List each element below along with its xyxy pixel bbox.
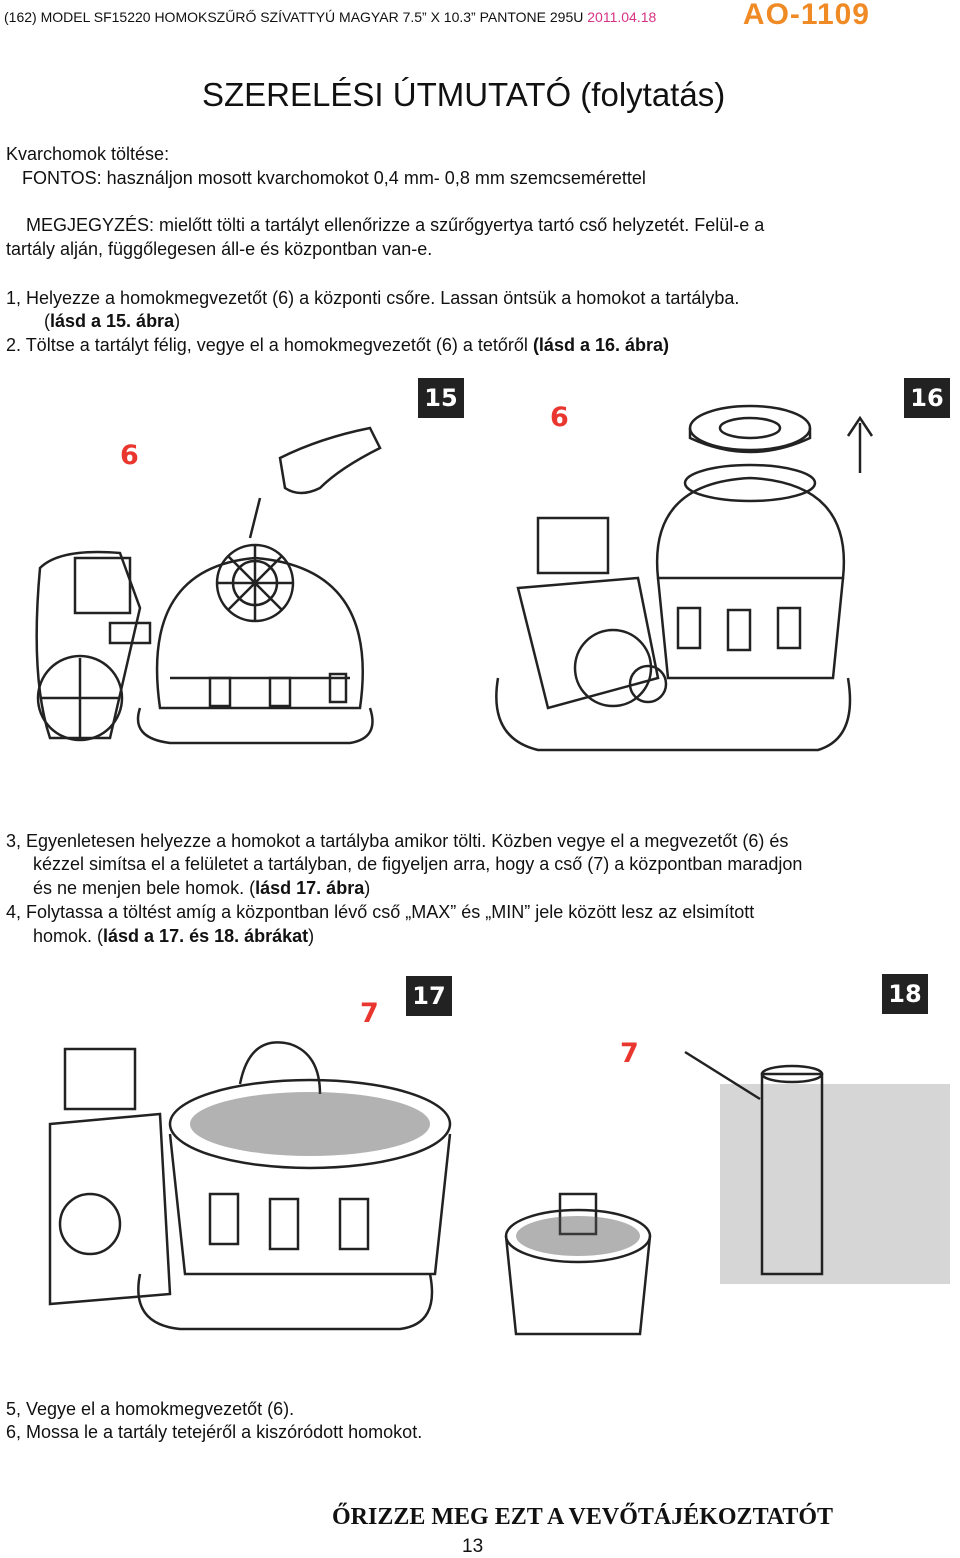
note-line-2: tartály alján, függőlegesen áll-e és köz… bbox=[6, 239, 433, 259]
figure-17: 17 7 bbox=[20, 974, 470, 1374]
section-heading: Kvarchomok töltése: bbox=[6, 144, 170, 164]
footer-note: ŐRIZZE MEG EZT A VEVŐTÁJÉKOZTATÓT bbox=[332, 1504, 834, 1530]
header-date: 2011.04.18 bbox=[587, 9, 657, 25]
step-1-line-2: (lásd a 15. ábra) bbox=[44, 311, 181, 331]
figure-17-badge: 17 bbox=[406, 976, 452, 1016]
header-spec: (162) MODEL SF15220 HOMOKSZŰRŐ SZÍVATTYÚ… bbox=[4, 9, 588, 25]
figure-18: 18 7 bbox=[490, 974, 950, 1374]
figure-15-badge: 15 bbox=[418, 378, 464, 418]
figure-17-drawing bbox=[48, 1041, 452, 1331]
note-line-1: MEGJEGYZÉS: mielőtt tölti a tartályt ell… bbox=[26, 215, 765, 235]
figure-18-callout: 7 bbox=[620, 1038, 639, 1069]
page-number: 13 bbox=[462, 1536, 484, 1557]
step-3-line-1: 3, Egyenletesen helyezze a homokot a tar… bbox=[6, 831, 789, 851]
step-3-line-2: kézzel simítsa el a felületet a tartályb… bbox=[33, 854, 803, 874]
document-header: (162) MODEL SF15220 HOMOKSZŰRŐ SZÍVATTYÚ… bbox=[4, 9, 656, 25]
figure-15-callout: 6 bbox=[120, 440, 139, 471]
figure-16-callout: 6 bbox=[550, 402, 569, 433]
page-title: SZERELÉSI ÚTMUTATÓ (folytatás) bbox=[202, 76, 726, 113]
step-2: 2. Töltse a tartályt félig, vegye el a h… bbox=[6, 335, 670, 355]
step-4-line-1: 4, Folytassa a töltést amíg a központban… bbox=[6, 902, 755, 922]
figure-16-badge: 16 bbox=[904, 378, 950, 418]
important-note: FONTOS: használjon mosott kvarchomokot 0… bbox=[22, 168, 646, 188]
figure-15: 15 6 bbox=[20, 378, 480, 798]
step-4-line-2: homok. (lásd a 17. és 18. ábrákat) bbox=[33, 926, 315, 946]
figure-18-badge: 18 bbox=[882, 974, 928, 1014]
step-3-line-3: és ne menjen bele homok. (lásd 17. ábra) bbox=[33, 878, 371, 898]
figure-17-callout: 7 bbox=[360, 998, 379, 1029]
figure-16: 16 6 bbox=[488, 378, 954, 798]
step-5: 5, Vegye el a homokmegvezetőt (6). bbox=[6, 1399, 295, 1419]
figure-16-drawing bbox=[495, 404, 874, 752]
document-code: AO-1109 bbox=[742, 0, 870, 31]
figure-15-drawing bbox=[35, 426, 382, 745]
figure-18-drawing bbox=[504, 1050, 950, 1336]
step-1-line-1: 1, Helyezze a homokmegvezetőt (6) a közp… bbox=[6, 288, 740, 308]
step-6: 6, Mossa le a tartály tetejéről a kiszór… bbox=[6, 1422, 423, 1442]
